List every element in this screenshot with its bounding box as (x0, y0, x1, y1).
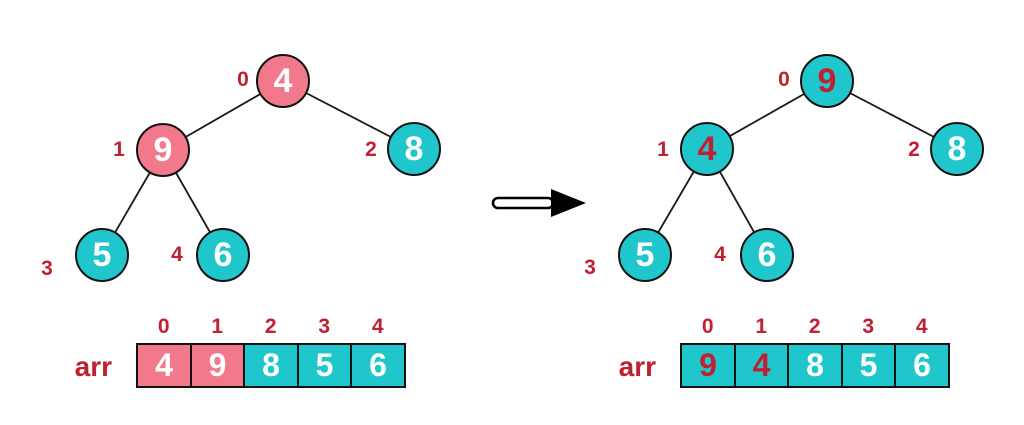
node-index-label: 0 (778, 68, 790, 91)
array-index-label: 2 (264, 315, 277, 338)
array-index-label: 3 (862, 315, 875, 338)
tree-node: 9 (136, 123, 190, 177)
array: 9 4 8 5 6 (680, 343, 950, 388)
array-cell: 4 (733, 343, 790, 388)
array-index-row: 0 1 2 3 4 (681, 314, 949, 340)
array-cell: 5 (840, 343, 897, 388)
array-index-label: 1 (755, 315, 768, 338)
tree-node: 8 (387, 122, 441, 176)
tree-node: 8 (930, 122, 984, 176)
node-index-label: 4 (714, 243, 726, 266)
tree-node: 5 (618, 228, 672, 282)
node-index-label: 2 (365, 138, 377, 161)
array-label: arr (74, 351, 112, 382)
array: 4 9 8 5 6 (136, 343, 406, 388)
tree-node: 4 (680, 122, 734, 176)
array-index-label: 2 (808, 315, 821, 338)
node-index-label: 3 (584, 256, 596, 279)
tree-node: 6 (740, 228, 794, 282)
node-index-label: 1 (113, 138, 125, 161)
node-index-label: 3 (41, 257, 53, 280)
node-index-label: 0 (237, 68, 249, 91)
array-cell: 6 (350, 343, 406, 388)
node-index-label: 4 (171, 243, 183, 266)
tree-node: 9 (800, 54, 854, 108)
array-index-label: 0 (157, 315, 170, 338)
array-cell: 5 (296, 343, 353, 388)
array-index-label: 3 (318, 315, 331, 338)
node-index-label: 1 (657, 138, 669, 161)
array-index-label: 0 (701, 315, 714, 338)
array-index-label: 4 (915, 315, 928, 338)
array-label: arr (618, 351, 656, 382)
array-cell: 9 (680, 343, 736, 388)
array-cell: 8 (243, 343, 299, 388)
array-cell: 8 (787, 343, 843, 388)
array-index-label: 4 (371, 315, 384, 338)
tree-node: 5 (75, 228, 129, 282)
tree-node: 4 (256, 54, 310, 108)
transform-arrow-icon (491, 189, 586, 217)
tree-node: 6 (196, 228, 250, 282)
array-cell: 6 (894, 343, 950, 388)
array-index-label: 1 (211, 315, 224, 338)
node-index-label: 2 (908, 138, 920, 161)
array-cell: 4 (136, 343, 192, 388)
array-index-row: 0 1 2 3 4 (137, 314, 405, 340)
array-cell: 9 (189, 343, 246, 388)
